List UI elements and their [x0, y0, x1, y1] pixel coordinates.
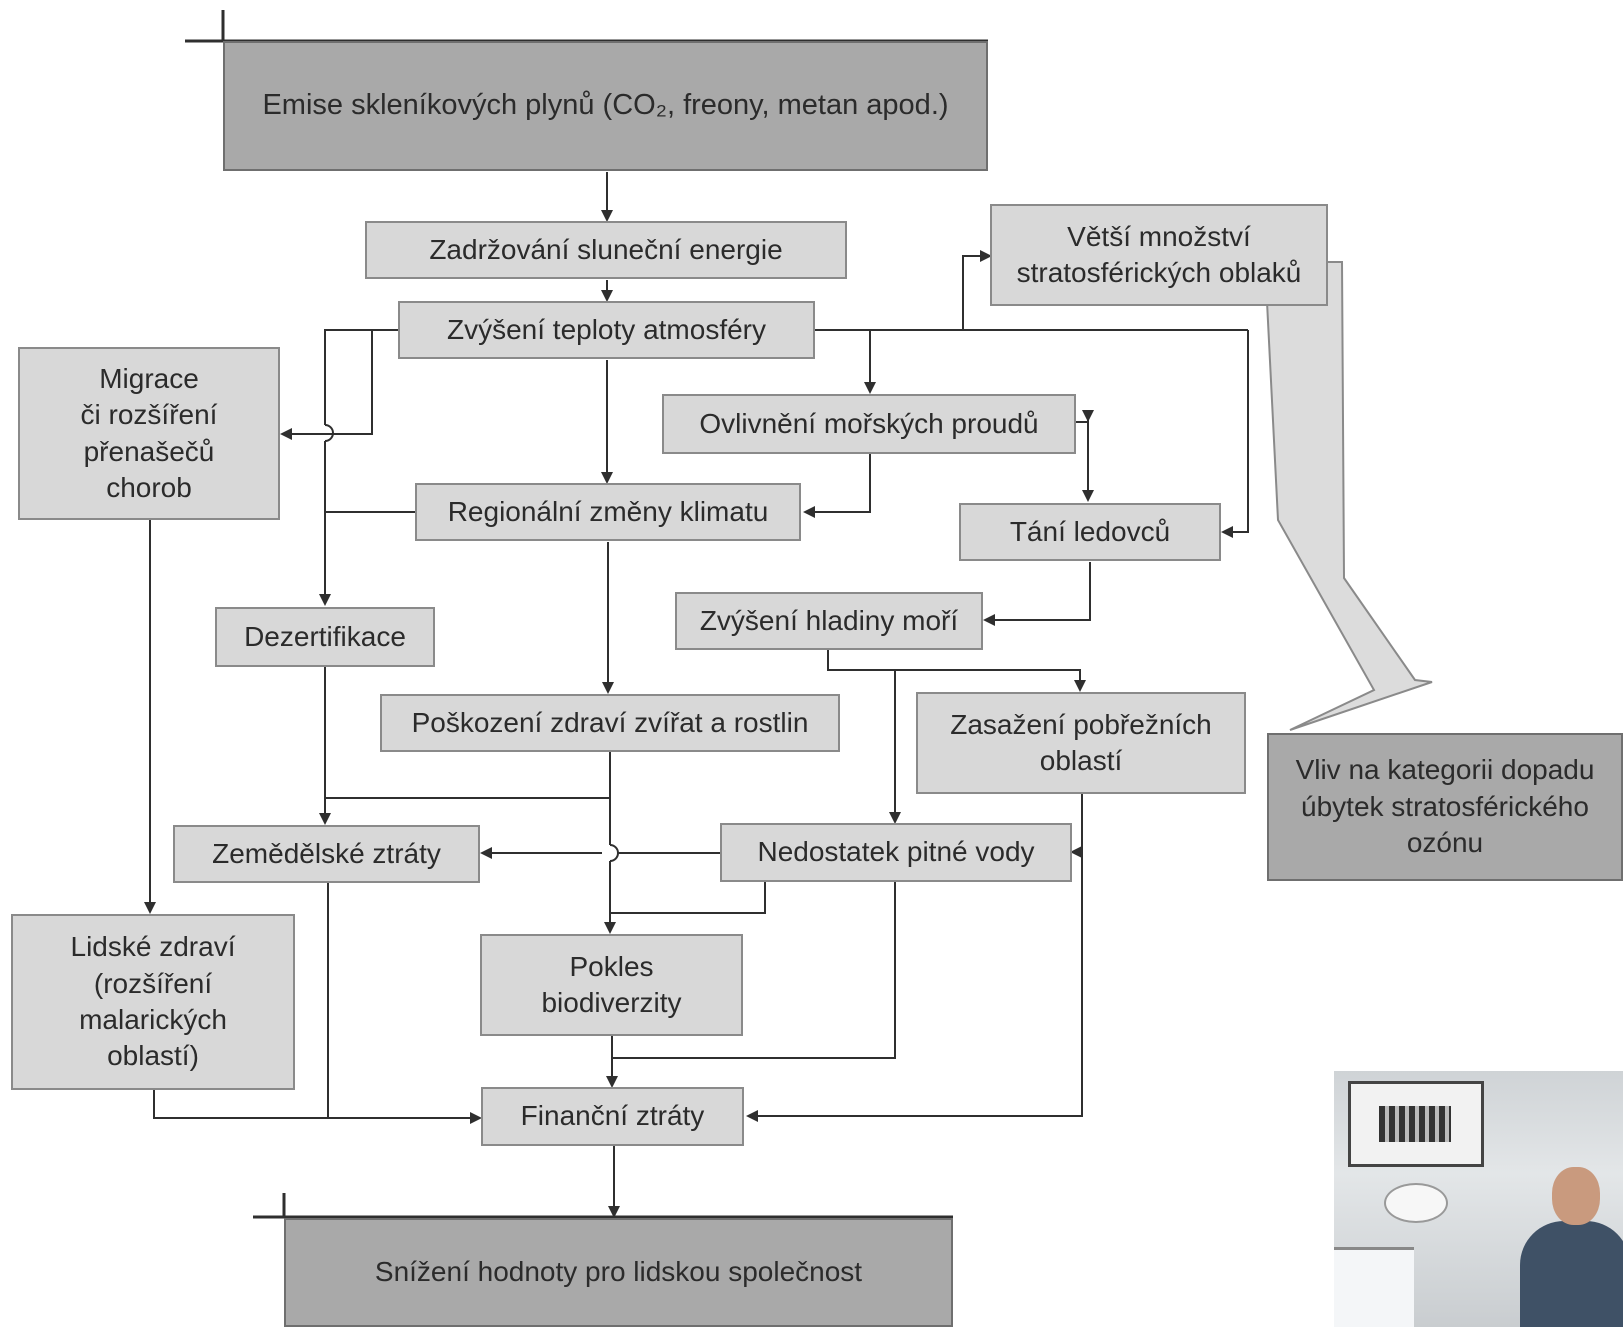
- hop-pokles: [609, 844, 619, 862]
- arrow-zvyseni-oblaky: [962, 250, 992, 330]
- node-vetsi-mnozstvi: Větší množství stratosférických oblaků: [990, 204, 1328, 306]
- presenter-head: [1552, 1167, 1600, 1225]
- node-lidske-zdravi: Lidské zdraví (rozšíření malarických obl…: [11, 914, 295, 1090]
- arrow-tani-hladina: [983, 562, 1091, 626]
- arrow-lidske-financni: [153, 1090, 482, 1124]
- node-financni: Finanční ztráty: [481, 1087, 744, 1146]
- arrow-ovlivneni-regionalni: [803, 454, 871, 518]
- node-zadrzovani: Zadržování sluneční energie: [365, 221, 847, 279]
- arrow-zvyseni-dezertifikace: [324, 329, 398, 425]
- presenter-body: [1520, 1221, 1623, 1327]
- node-nedostatek: Nedostatek pitné vody: [720, 823, 1072, 882]
- node-migrace: Migrace či rozšíření přenašečů chorob: [18, 347, 280, 520]
- arrow-zvyseni-migrace: [280, 329, 398, 440]
- ceiling-lamp: [1384, 1183, 1448, 1223]
- line-poskozeni-junction: [325, 752, 611, 799]
- arrow-hladina-zasazeni: [827, 650, 1086, 692]
- big-arrow-ozone: [1263, 261, 1433, 731]
- node-poskozeni: Poškození zdraví zvířat a rostlin: [380, 694, 840, 752]
- node-tani: Tání ledovců: [959, 503, 1221, 561]
- line-nedostatek-pokles: [610, 882, 766, 914]
- node-zasazeni: Zasažení pobřežních oblastí: [916, 692, 1246, 794]
- trunk-hop: [324, 424, 334, 442]
- ceiling-ac-unit: [1348, 1081, 1484, 1167]
- node-emise: Emise skleníkových plynů (CO₂, freony, m…: [223, 41, 988, 171]
- node-hladina: Zvýšení hladiny moří: [675, 592, 983, 650]
- node-regionalni: Regionální změny klimatu: [415, 483, 801, 541]
- node-zemedelske: Zemědělské ztráty: [173, 825, 480, 883]
- line-nedostatek-financni: [612, 882, 896, 1059]
- room-window: [1334, 1247, 1414, 1327]
- node-dezertifikace: Dezertifikace: [215, 607, 435, 667]
- node-pokles: Pokles biodiverzity: [480, 934, 743, 1036]
- webcam-overlay: [1334, 1071, 1623, 1327]
- node-snizeni: Snížení hodnoty pro lidskou společnost: [284, 1218, 953, 1327]
- node-vliv-ozon: Vliv na kategorii dopadu úbytek stratosf…: [1267, 733, 1623, 881]
- node-ovlivneni: Ovlivnění mořských proudů: [662, 394, 1076, 454]
- arrow-zvyseni-tani: [1221, 330, 1249, 538]
- line-zasazeni-financni: [746, 794, 1083, 1122]
- node-zvyseni-teploty: Zvýšení teploty atmosféry: [398, 301, 815, 359]
